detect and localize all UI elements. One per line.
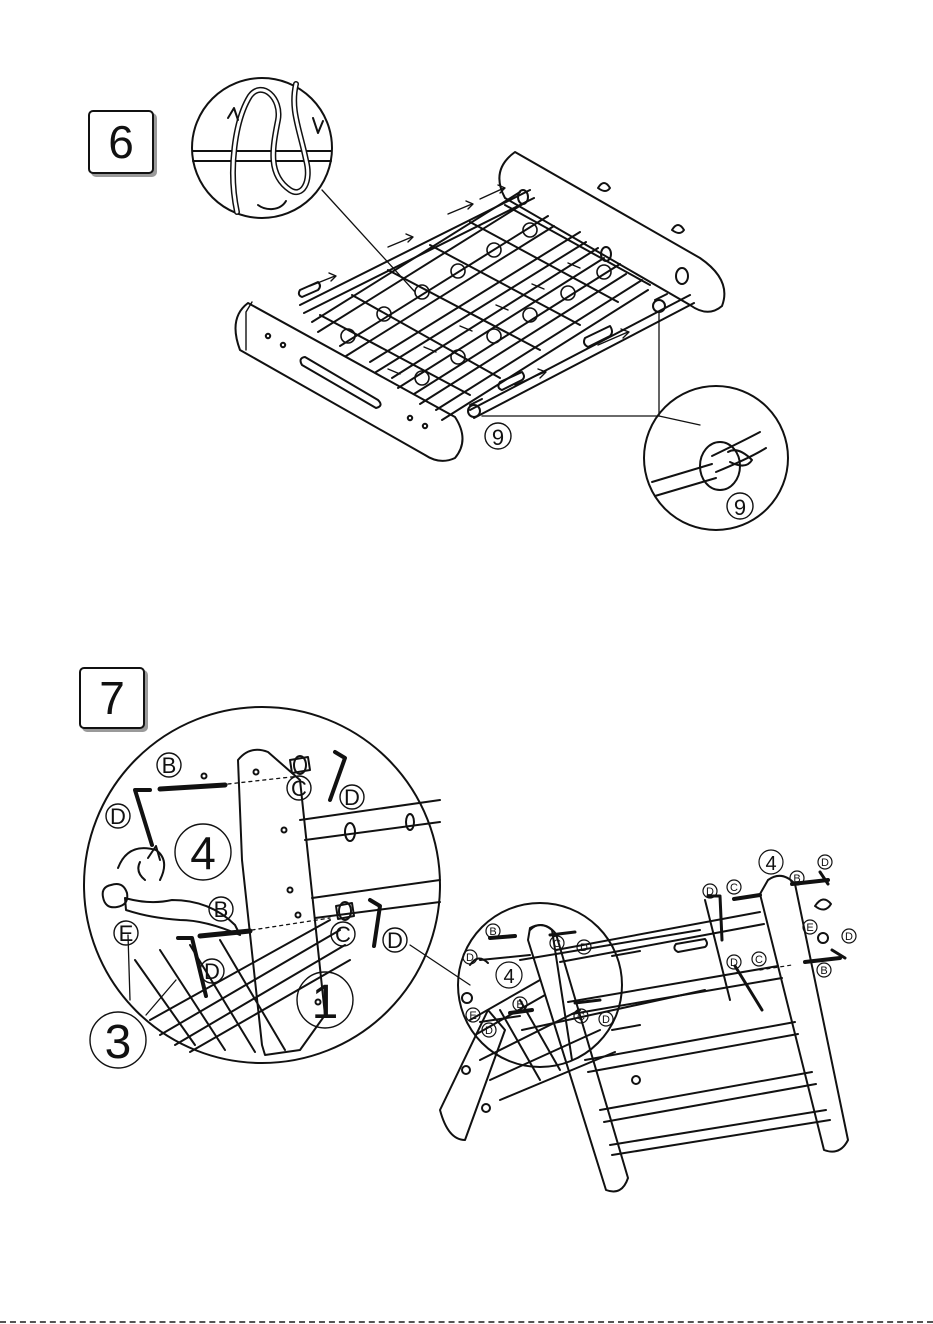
small-part-d-top: D	[580, 942, 588, 954]
part-9-label: 9	[492, 425, 504, 450]
small-part-d-mid: D	[602, 1014, 610, 1026]
triangle-assembly	[440, 872, 848, 1192]
small-part-c-top: C	[553, 938, 561, 950]
part-c-label-mid: C	[335, 922, 351, 947]
right-part-d-right: D	[845, 931, 853, 943]
right-part-d-left: D	[706, 886, 714, 898]
right-part-b-top: B	[793, 873, 800, 885]
rope-weave-detail	[192, 78, 415, 292]
small-part-b-top: B	[489, 926, 496, 938]
small-part-c-mid: C	[577, 1011, 585, 1023]
right-part-e: E	[806, 922, 813, 934]
page-edge-rule	[0, 1321, 933, 1323]
part-9-callout: 9	[485, 423, 511, 450]
part-d-label-mid: D	[387, 928, 403, 953]
panel-1-label: 1	[312, 976, 339, 1029]
part-e-label: E	[119, 921, 134, 946]
part-d-label-bottom: D	[204, 959, 220, 984]
part-b-label-mid: B	[214, 897, 229, 922]
right-part-d-mid: D	[730, 957, 738, 969]
ladder-frame	[236, 152, 725, 461]
part-c-label-top: C	[291, 776, 307, 801]
part-d-label-top: D	[344, 785, 360, 810]
knot-detail: 9	[644, 386, 788, 530]
panel-4-label: 4	[190, 827, 216, 879]
part-d-label-left: D	[110, 804, 126, 829]
right-panel-4-label: 4	[765, 853, 776, 875]
right-part-d-top: D	[821, 857, 829, 869]
small-part-d-bottom: D	[485, 1025, 493, 1037]
small-zoom-detail	[458, 903, 622, 1067]
small-panel-4-label: 4	[503, 966, 514, 988]
part-b-label-top: B	[162, 753, 177, 778]
panel-3-label: 3	[105, 1016, 132, 1069]
right-part-c-top: C	[730, 882, 738, 894]
small-part-d-left: D	[466, 952, 474, 964]
small-part-b-mid: B	[516, 999, 523, 1011]
zoom-detail	[84, 707, 470, 1063]
small-part-e: E	[469, 1010, 476, 1022]
knot-detail-part-label: 9	[734, 495, 746, 520]
right-part-c-mid: C	[755, 954, 763, 966]
step-6-illustration: 9 9	[192, 78, 788, 530]
right-part-b-bottom: B	[820, 965, 827, 977]
step-7-illustration: B D C D B E C D D 4 1	[84, 707, 856, 1192]
